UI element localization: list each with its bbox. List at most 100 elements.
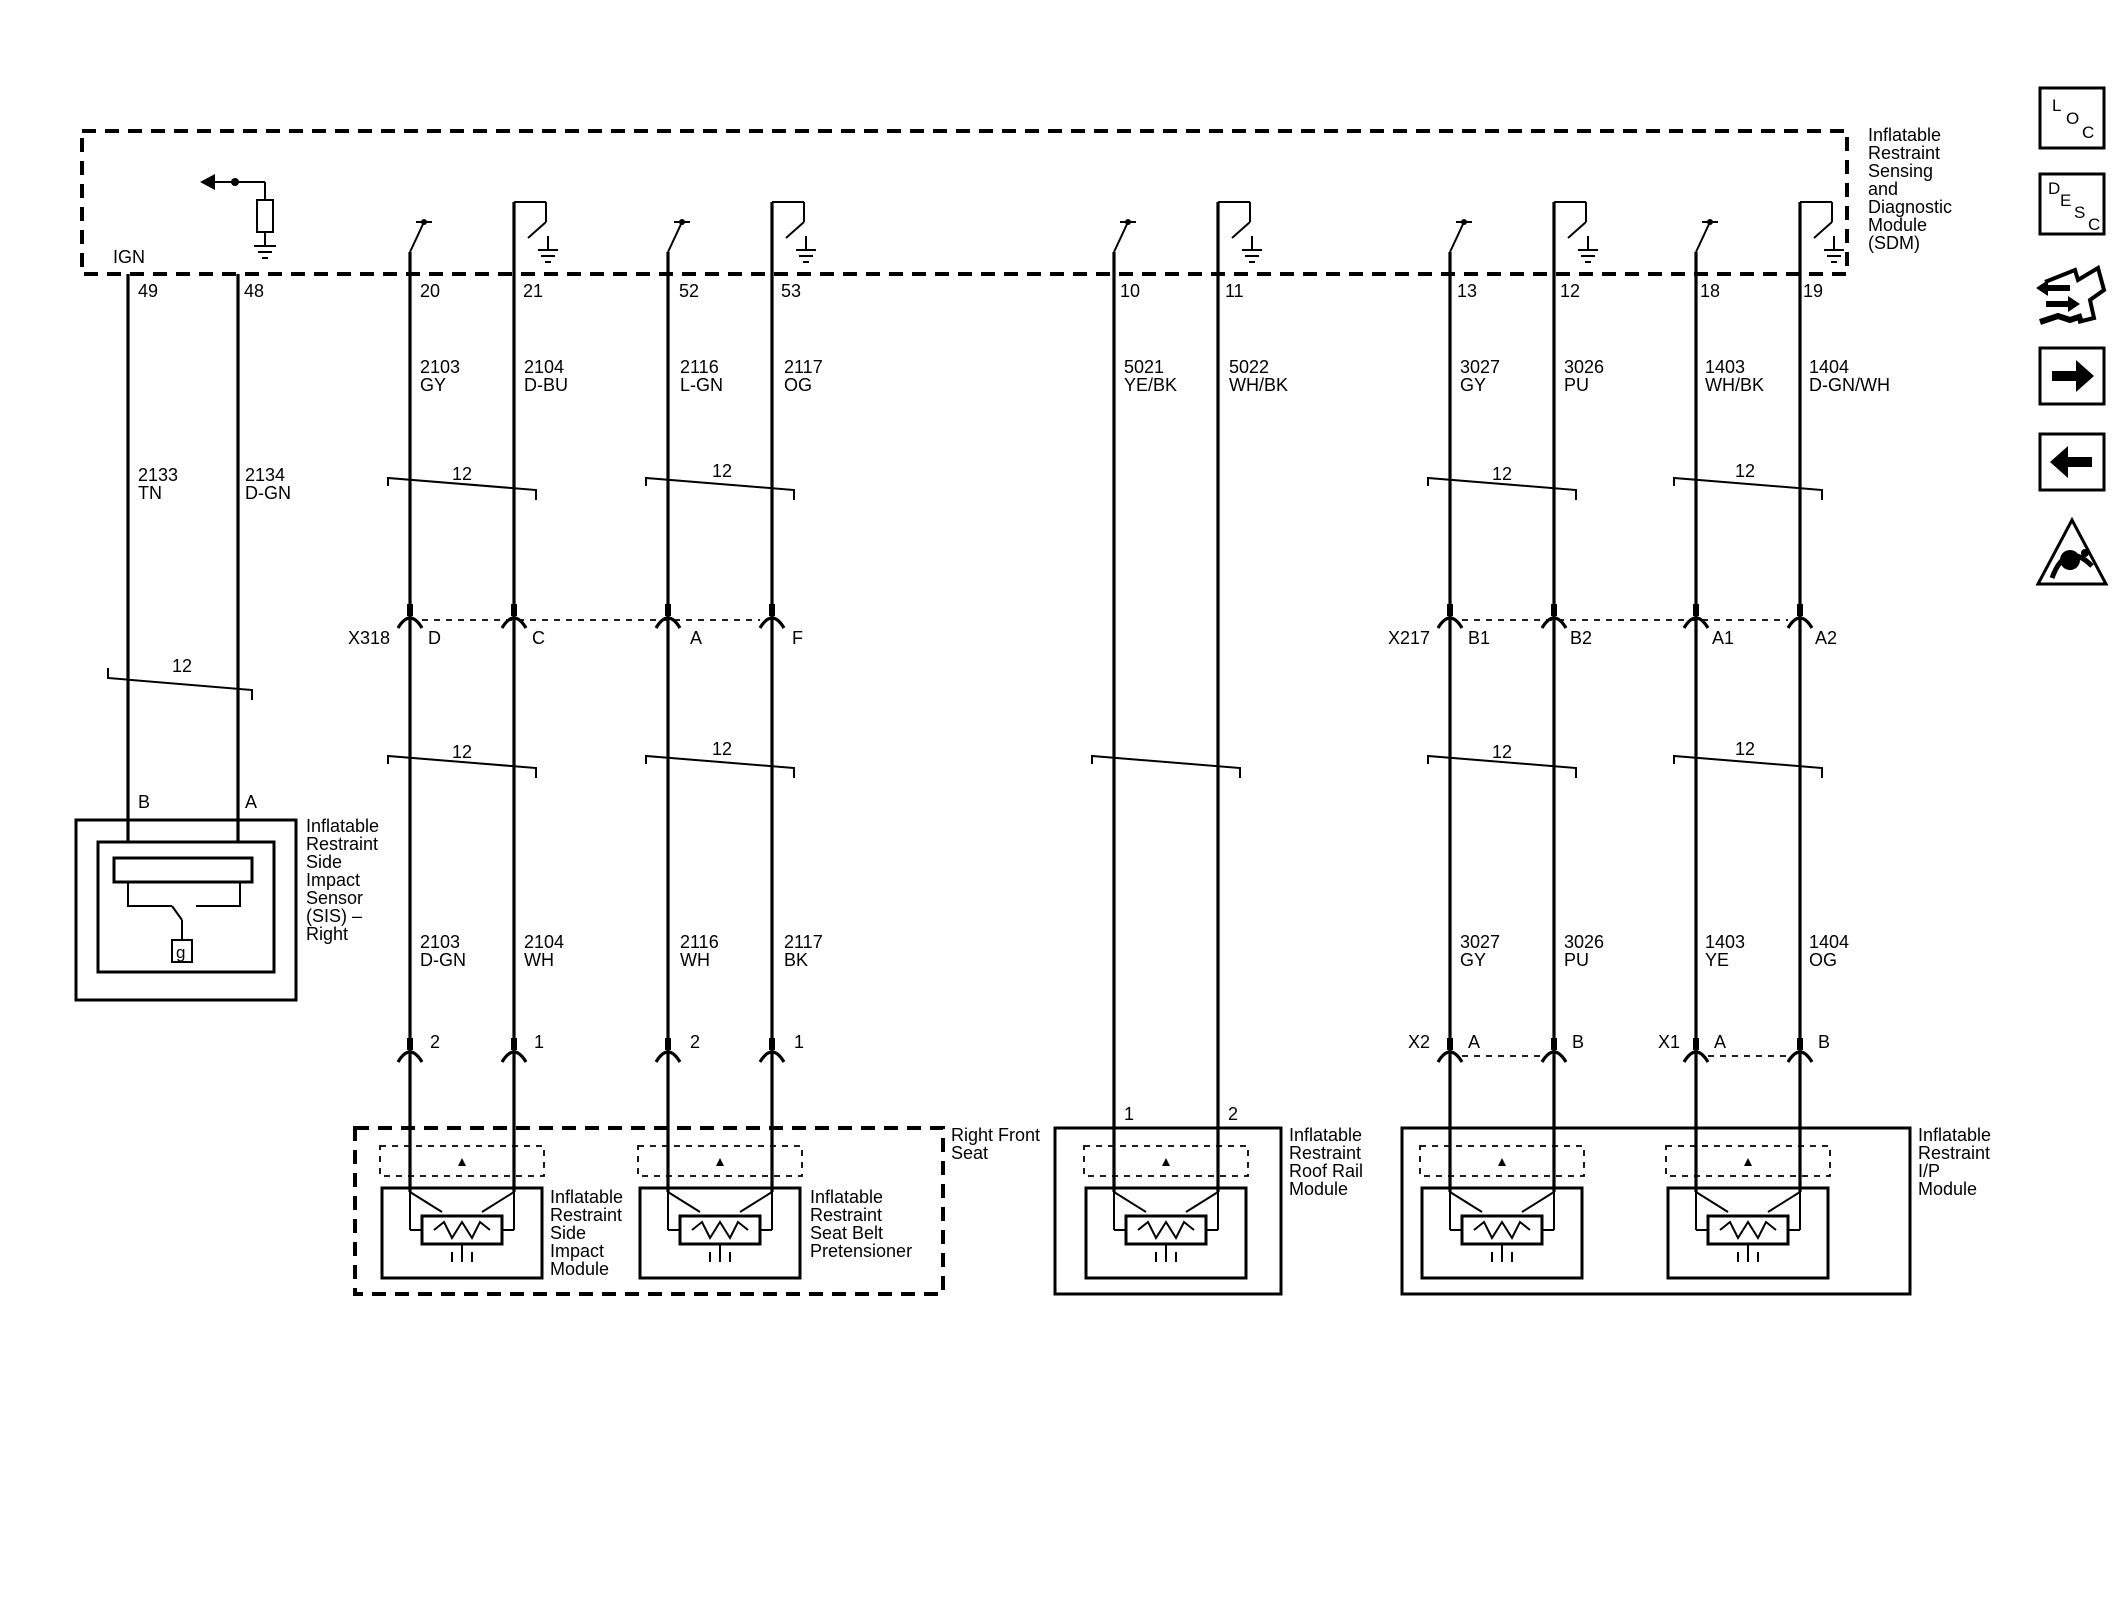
- right-front-seat-label: Right Front Seat: [951, 1125, 1040, 1163]
- svg-text:12: 12: [1492, 742, 1512, 762]
- connector-pin: [1551, 604, 1557, 616]
- roof-rail-squib: [1083, 1145, 1249, 1280]
- ip-module-label: Inflatable Restraint I/P Module: [1918, 1125, 1991, 1199]
- connector-pin: [769, 604, 775, 616]
- roof-rail-module-box: [1053, 1126, 1283, 1296]
- connector-pin: [1447, 604, 1453, 616]
- twisted-pair-marker: [645, 476, 795, 500]
- svg-text:D-GN/WH: D-GN/WH: [1809, 375, 1890, 395]
- svg-text:BK: BK: [784, 950, 808, 970]
- svg-text:Sensing: Sensing: [1868, 161, 1933, 181]
- svg-text:GY: GY: [1460, 950, 1486, 970]
- svg-text:F: F: [792, 628, 803, 648]
- svg-text:Restraint: Restraint: [810, 1205, 882, 1225]
- twisted-pair-marker: [645, 754, 795, 778]
- svg-text:GY: GY: [1460, 375, 1486, 395]
- side-impact-module-label: Inflatable Restraint Side Impact Module: [550, 1187, 623, 1279]
- svg-text:2116: 2116: [680, 932, 719, 952]
- roof-rail-label: Inflatable Restraint Roof Rail Module: [1289, 1125, 1363, 1199]
- svg-text:Restraint: Restraint: [1289, 1143, 1361, 1163]
- svg-text:53: 53: [781, 281, 801, 301]
- svg-text:WH/BK: WH/BK: [1229, 375, 1288, 395]
- svg-text:B1: B1: [1468, 628, 1490, 648]
- connector-pin: [407, 604, 413, 616]
- svg-text:20: 20: [420, 281, 440, 301]
- module-terminal: [654, 1050, 682, 1063]
- connector-pin: [511, 604, 517, 616]
- ign-label: IGN: [113, 247, 145, 267]
- twisted-pair-marker: [1091, 754, 1241, 778]
- svg-text:TN: TN: [138, 483, 162, 503]
- ip-module-box: [1400, 1126, 1912, 1296]
- svg-text:PU: PU: [1564, 950, 1589, 970]
- module-pin: [1693, 1038, 1699, 1050]
- svg-text:1: 1: [534, 1032, 544, 1052]
- svg-text:2116: 2116: [680, 357, 719, 377]
- svg-text:12: 12: [1492, 464, 1512, 484]
- twisted-pair-marker: [387, 754, 537, 778]
- svg-text:WH: WH: [680, 950, 710, 970]
- module-pin-labels: 2 1 2 1 1 2 X2 A B X1 A B: [430, 1032, 1830, 1124]
- svg-text:1: 1: [1124, 1104, 1134, 1124]
- svg-text:52: 52: [679, 281, 699, 301]
- twisted-pair-marker: [1673, 754, 1823, 778]
- svg-text:A1: A1: [1712, 628, 1734, 648]
- svg-text:GY: GY: [420, 375, 446, 395]
- svg-text:2104: 2104: [524, 357, 564, 377]
- svg-text:10: 10: [1120, 281, 1140, 301]
- svg-text:B: B: [1572, 1032, 1584, 1052]
- sis-wire-labels: 2133 TN 2134 D-GN: [138, 465, 291, 503]
- connector-terminal: [1436, 616, 1464, 629]
- svg-text:Diagnostic: Diagnostic: [1868, 197, 1952, 217]
- ip-squib-x1: [1665, 1145, 1831, 1280]
- svg-text:Inflatable: Inflatable: [1289, 1125, 1362, 1145]
- svg-text:I/P: I/P: [1918, 1161, 1940, 1181]
- svg-text:2: 2: [430, 1032, 440, 1052]
- svg-text:1: 1: [794, 1032, 804, 1052]
- previous-page-button[interactable]: [2038, 432, 2106, 492]
- module-terminal: [758, 1050, 786, 1063]
- svg-text:Seat: Seat: [951, 1143, 988, 1163]
- svg-text:2104: 2104: [524, 932, 564, 952]
- twisted-pair-marker: [1427, 476, 1577, 500]
- connector-end-view-icon[interactable]: [2036, 264, 2107, 325]
- svg-text:YE: YE: [1705, 950, 1729, 970]
- svg-text:Restraint: Restraint: [1918, 1143, 1990, 1163]
- location-nav-button[interactable]: L O C: [2038, 86, 2106, 150]
- svg-text:A: A: [690, 628, 702, 648]
- svg-text:Impact: Impact: [550, 1241, 604, 1261]
- pretensioner-label: Inflatable Restraint Seat Belt Pretensio…: [810, 1187, 912, 1261]
- svg-text:PU: PU: [1564, 375, 1589, 395]
- svg-text:Right Front: Right Front: [951, 1125, 1040, 1145]
- svg-text:WH: WH: [524, 950, 554, 970]
- sis-ground-label: g: [176, 943, 185, 962]
- svg-text:5021: 5021: [1124, 357, 1164, 377]
- svg-text:(SIS) –: (SIS) –: [306, 906, 362, 926]
- svg-text:and: and: [1868, 179, 1898, 199]
- connector-terminal: [1682, 616, 1710, 629]
- module-pin: [407, 1038, 413, 1050]
- connector-x318: X318 D C A F: [348, 628, 803, 648]
- svg-text:D-BU: D-BU: [524, 375, 568, 395]
- svg-text:E: E: [2060, 191, 2071, 210]
- svg-text:Inflatable: Inflatable: [1868, 125, 1941, 145]
- svg-text:Restraint: Restraint: [306, 834, 378, 854]
- connector-pin: [665, 604, 671, 616]
- next-page-button[interactable]: [2038, 346, 2106, 406]
- svg-text:2: 2: [690, 1032, 700, 1052]
- svg-text:11: 11: [1225, 281, 1244, 301]
- svg-text:D: D: [428, 628, 441, 648]
- module-terminal: [1682, 1050, 1710, 1063]
- airbag-warning-icon[interactable]: [2035, 516, 2109, 586]
- description-nav-button[interactable]: D E S C: [2038, 172, 2106, 236]
- sdm-pullup-resistor: [200, 174, 276, 259]
- svg-text:Sensor: Sensor: [306, 888, 363, 908]
- svg-text:Pretensioner: Pretensioner: [810, 1241, 912, 1261]
- side-impact-squib: [379, 1145, 545, 1280]
- wire-5022: [1216, 201, 1262, 1192]
- svg-text:2: 2: [1228, 1104, 1238, 1124]
- connector-pin: [1693, 604, 1699, 616]
- svg-text:O: O: [2066, 109, 2079, 128]
- module-pin: [769, 1038, 775, 1050]
- twisted-pair-marker: [387, 476, 537, 500]
